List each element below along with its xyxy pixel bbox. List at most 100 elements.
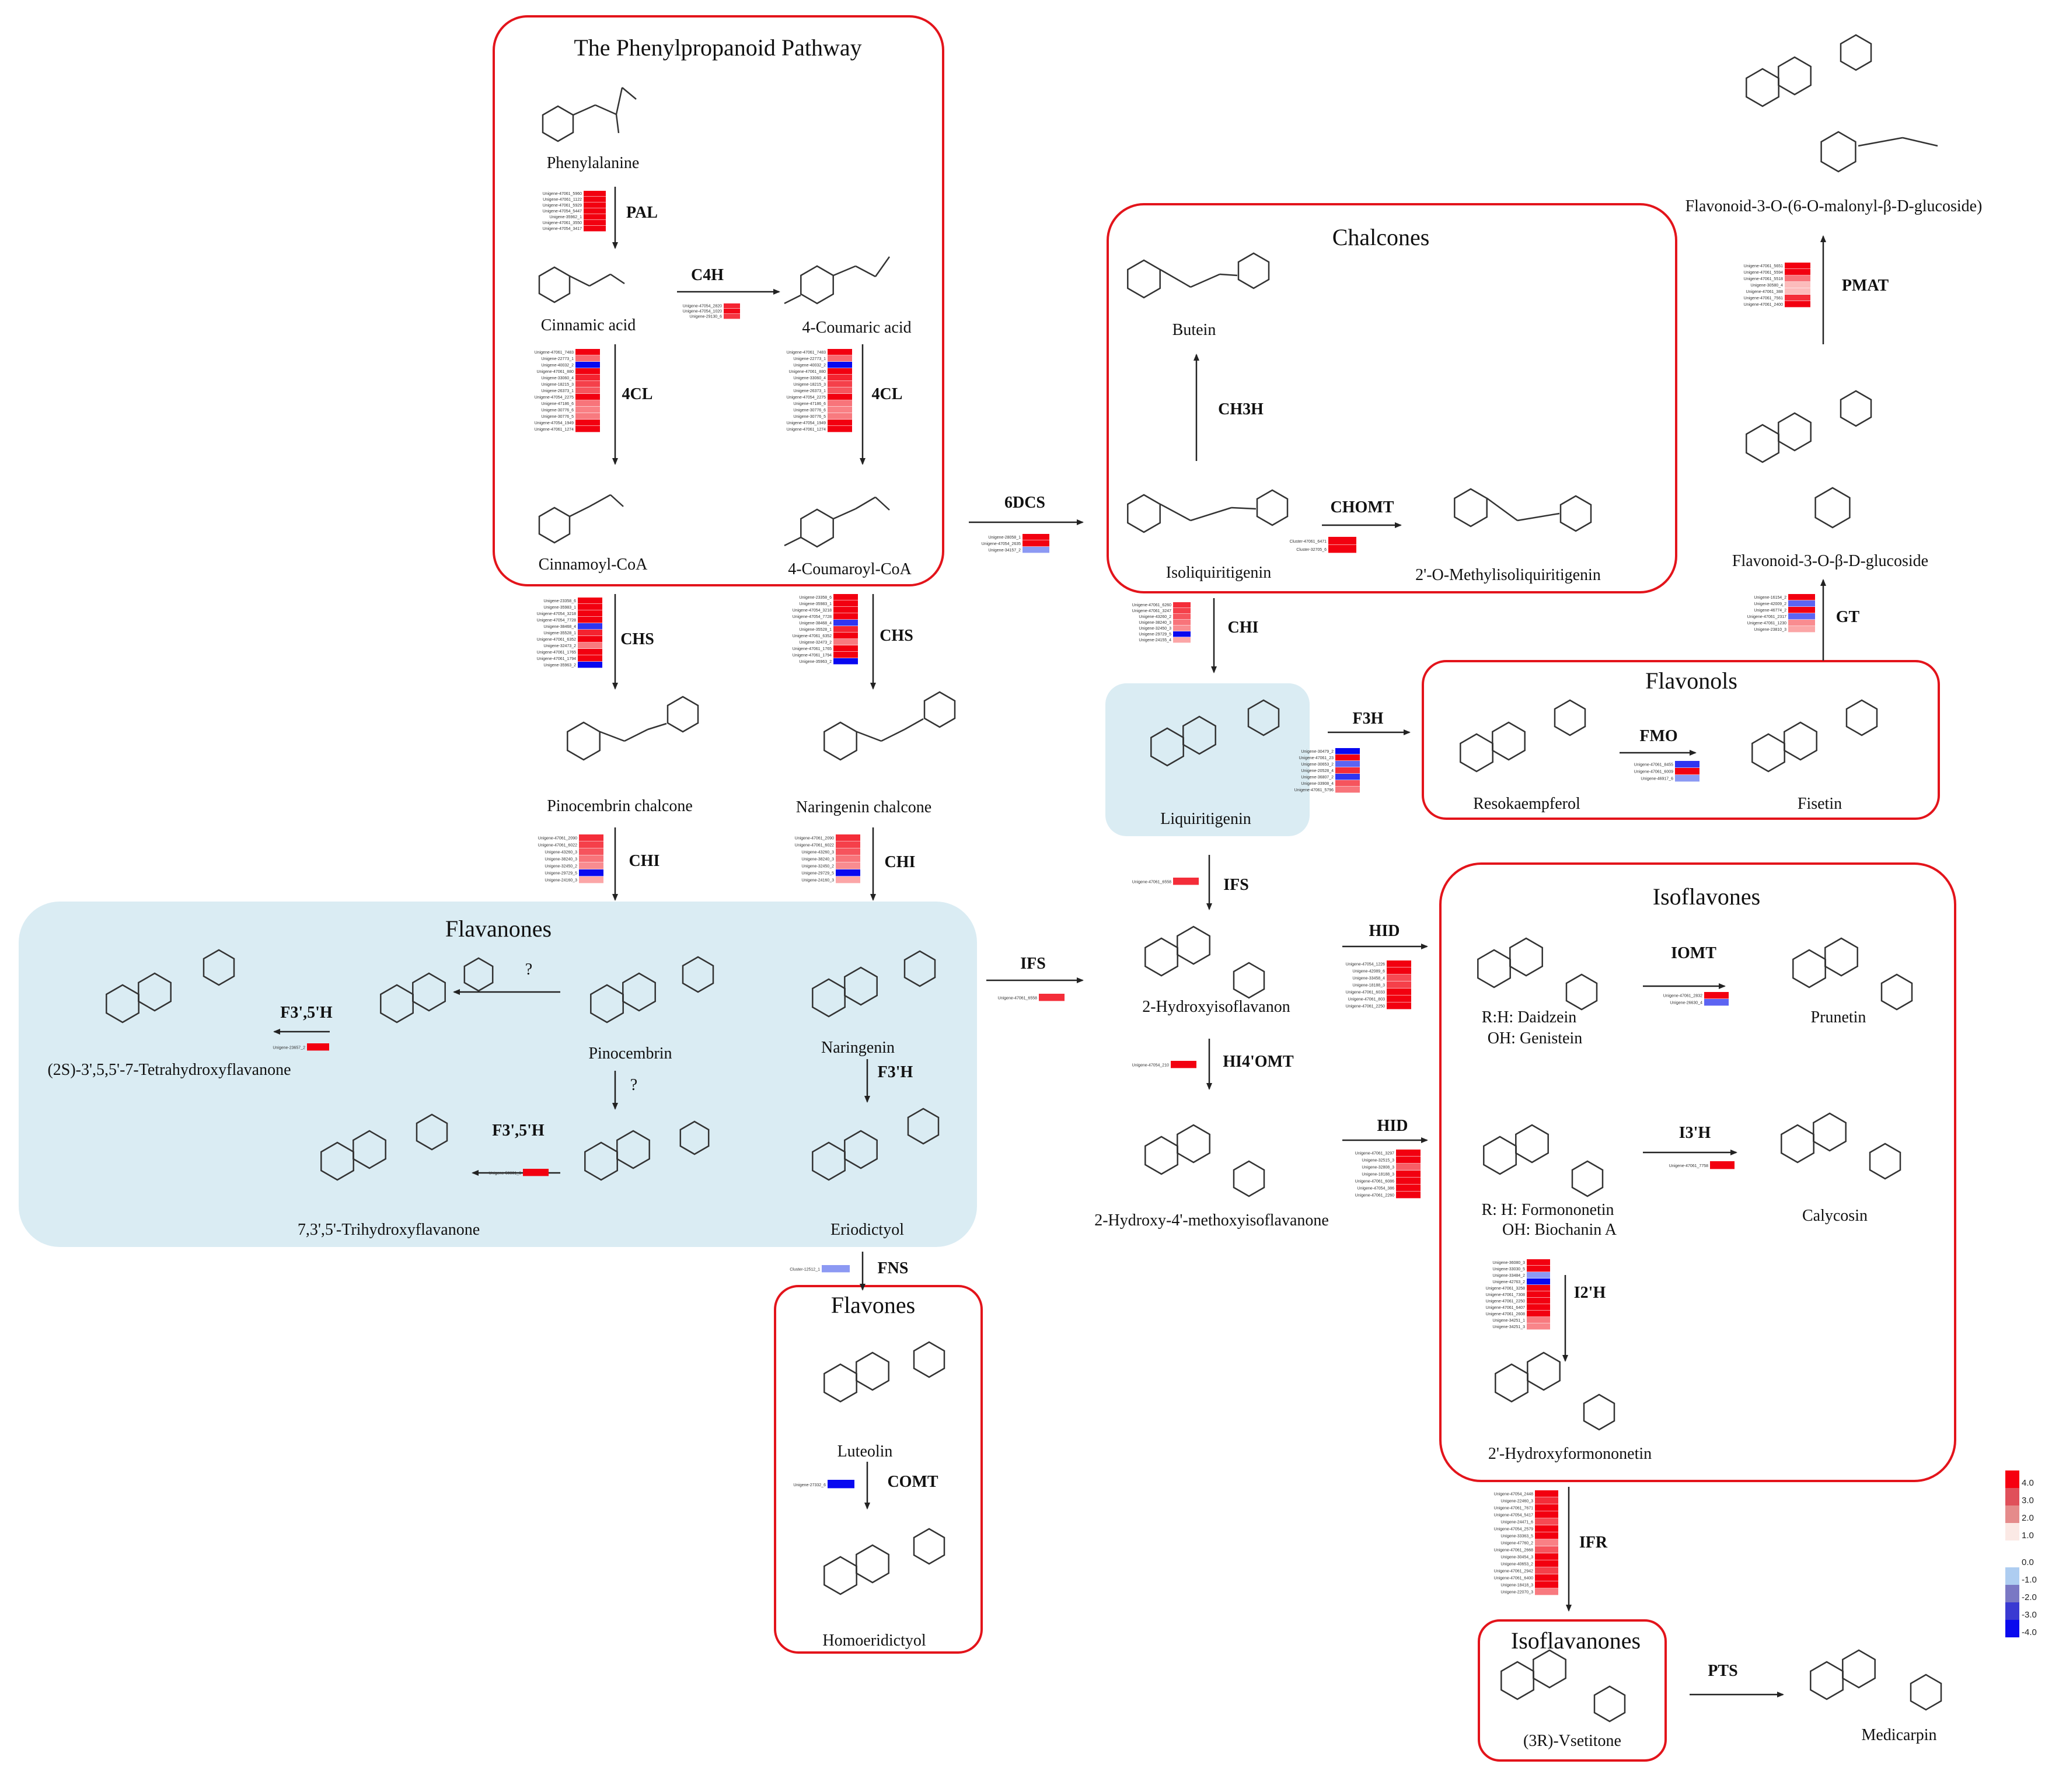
heatmap-f35h-tetra: Unigene-23657_2: [273, 1043, 329, 1051]
gene-label: Unigene-47061_1122: [543, 198, 582, 202]
structure-bond: [1160, 268, 1191, 288]
heatmap-chi-left: Unigene-47061_2090Unigene-47061_6022Unig…: [538, 834, 603, 883]
structure-bond: [855, 265, 876, 278]
chalcones-title: Chalcones: [1332, 224, 1430, 250]
heatmap-cell: [833, 645, 858, 652]
structure-ring: [1813, 1112, 1847, 1152]
heatmap-cell: [1335, 780, 1360, 787]
gene-label: Unigene-30580_4: [1750, 284, 1783, 288]
heatmap-cell: [1788, 594, 1815, 600]
heatmap-cell: [1387, 967, 1411, 974]
heatmap-i3h: Unigene-47061_7758: [1669, 1161, 1735, 1169]
gene-label: Unigene-47061_5960: [543, 192, 582, 196]
structure-ring: [542, 105, 574, 142]
structure-pinocembrin-chalcone: [567, 696, 699, 761]
heatmap-cell: [836, 848, 860, 855]
gene-label: Unigene-47061_6352: [537, 638, 576, 642]
heatmap-cell: [1535, 1588, 1558, 1595]
heatmap-cell: [833, 620, 858, 626]
gene-label: Unigene-26373_1: [541, 389, 574, 393]
heatmap-cell: [1527, 1317, 1550, 1323]
structure-daidzein: [1477, 937, 1598, 1011]
structure-bond: [874, 256, 891, 277]
heatmap-cell: [578, 649, 602, 655]
heatmap-cell: [1387, 981, 1411, 988]
gene-label: Unigene-30776_5: [541, 415, 574, 419]
structure-liquiritigenin: [1150, 699, 1280, 767]
label-daidzein: R:H: Daidzein: [1482, 1008, 1577, 1026]
gene-label: Unigene-47061_388: [1746, 290, 1784, 294]
heatmap-cell: [833, 633, 858, 639]
gene-label: Unigene-26630_4: [1670, 1001, 1702, 1005]
heatmap-cell: [575, 426, 600, 432]
structure-prunetin: [1792, 937, 1913, 1011]
heatmap-cell: [1173, 608, 1191, 614]
heatmap-cell: [1396, 1157, 1421, 1164]
structure-bond: [1486, 497, 1518, 522]
enzyme-ch3h: CH3H: [1218, 400, 1264, 418]
structure-ring: [1515, 1124, 1549, 1164]
structure-ring: [913, 1341, 945, 1378]
heatmap-cell: [1785, 301, 1810, 308]
heatmap-cell: [1335, 774, 1360, 780]
gene-label: Unigene-36080_3: [1492, 1261, 1525, 1265]
heatmap-sixdcs: Unigene-28058_1Unigene-47054_2635Unigene…: [982, 534, 1049, 553]
structure-coumaric-acid: [784, 256, 891, 305]
structure-ring: [856, 1544, 889, 1584]
gene-label: Unigene-47061_2090: [538, 837, 577, 841]
label-4-coumaric-acid: 4-Coumaric acid: [802, 319, 911, 337]
gene-label: Unigene-47061_7483: [535, 351, 574, 355]
structure-pinocembrin: [590, 956, 714, 1023]
heatmap-cell: [724, 314, 740, 319]
gene-label: Unigene-47061_6352: [793, 634, 832, 638]
gene-label: Unigene-32450_2: [545, 865, 577, 869]
gene-label: Unigene-47061_7561: [1744, 296, 1783, 301]
heatmap-cell: [828, 426, 852, 432]
structure-ring: [1256, 489, 1289, 526]
heatmap-cell: [828, 394, 852, 400]
heatmap-cell: [833, 594, 858, 600]
label-pinocembrin: Pinocembrin: [588, 1045, 672, 1063]
heatmap-cell: [1396, 1185, 1421, 1192]
heatmap-cell: [828, 375, 852, 381]
heatmap-fmo: Unigene-47061_8455Unigene-47061_6009Unig…: [1634, 761, 1699, 782]
heatmap-cell: [1535, 1497, 1558, 1504]
gene-label: Unigene-47061_23: [1299, 756, 1334, 760]
heatmap-cell: [1387, 1002, 1411, 1009]
structure-ring: [1746, 68, 1779, 107]
heatmap-cell: [1335, 767, 1360, 774]
structure-ring: [823, 1363, 857, 1403]
heatmap-cell: [1675, 761, 1699, 768]
gene-label: Unigene-33458_4: [1352, 977, 1385, 981]
structure-ring: [800, 508, 834, 548]
heatmap-cell: [578, 642, 602, 649]
gene-label: Unigene-35962_1: [549, 215, 582, 219]
gene-label: Unigene-18215_3: [793, 383, 826, 387]
heatmap-cell: [828, 362, 852, 368]
gene-label: Unigene-32450_2: [801, 865, 834, 869]
gene-label: Unigene-47061_3258: [1486, 1287, 1525, 1291]
gene-label: Unigene-36807_2: [1301, 776, 1334, 780]
legend-tick: 0.0: [2022, 1557, 2034, 1567]
flavonols-title: Flavonols: [1645, 668, 1737, 694]
structure-ring: [1247, 699, 1280, 736]
heatmap-cell: [1335, 761, 1360, 767]
structure-eriodictyol: [812, 1108, 940, 1181]
heatmap-cell: [1704, 999, 1729, 1006]
gene-label: Unigene-47061_2250: [1486, 1300, 1525, 1304]
heatmap-cell: [1527, 1266, 1550, 1272]
gene-label: Unigene-22070_3: [1500, 1591, 1533, 1595]
structure-ring: [903, 950, 936, 987]
isoflavanones-title: Isoflavanones: [1511, 1627, 1641, 1654]
heatmap-cell: [575, 381, 600, 387]
heatmap-cell: [1675, 768, 1699, 775]
structure-ring: [1177, 925, 1210, 965]
structure-ring: [616, 1130, 650, 1169]
gene-label: Unigene-47054_3218: [793, 609, 832, 613]
heatmap-cell: [575, 362, 600, 368]
structure-cinnamic-acid: [538, 266, 625, 303]
label-cinnamoyl-coa: Cinnamoyl-CoA: [539, 556, 648, 574]
label-hydroxyisoflavanon: 2-Hydroxyisoflavanon: [1142, 998, 1290, 1016]
flavanones-title: Flavanones: [445, 916, 552, 942]
